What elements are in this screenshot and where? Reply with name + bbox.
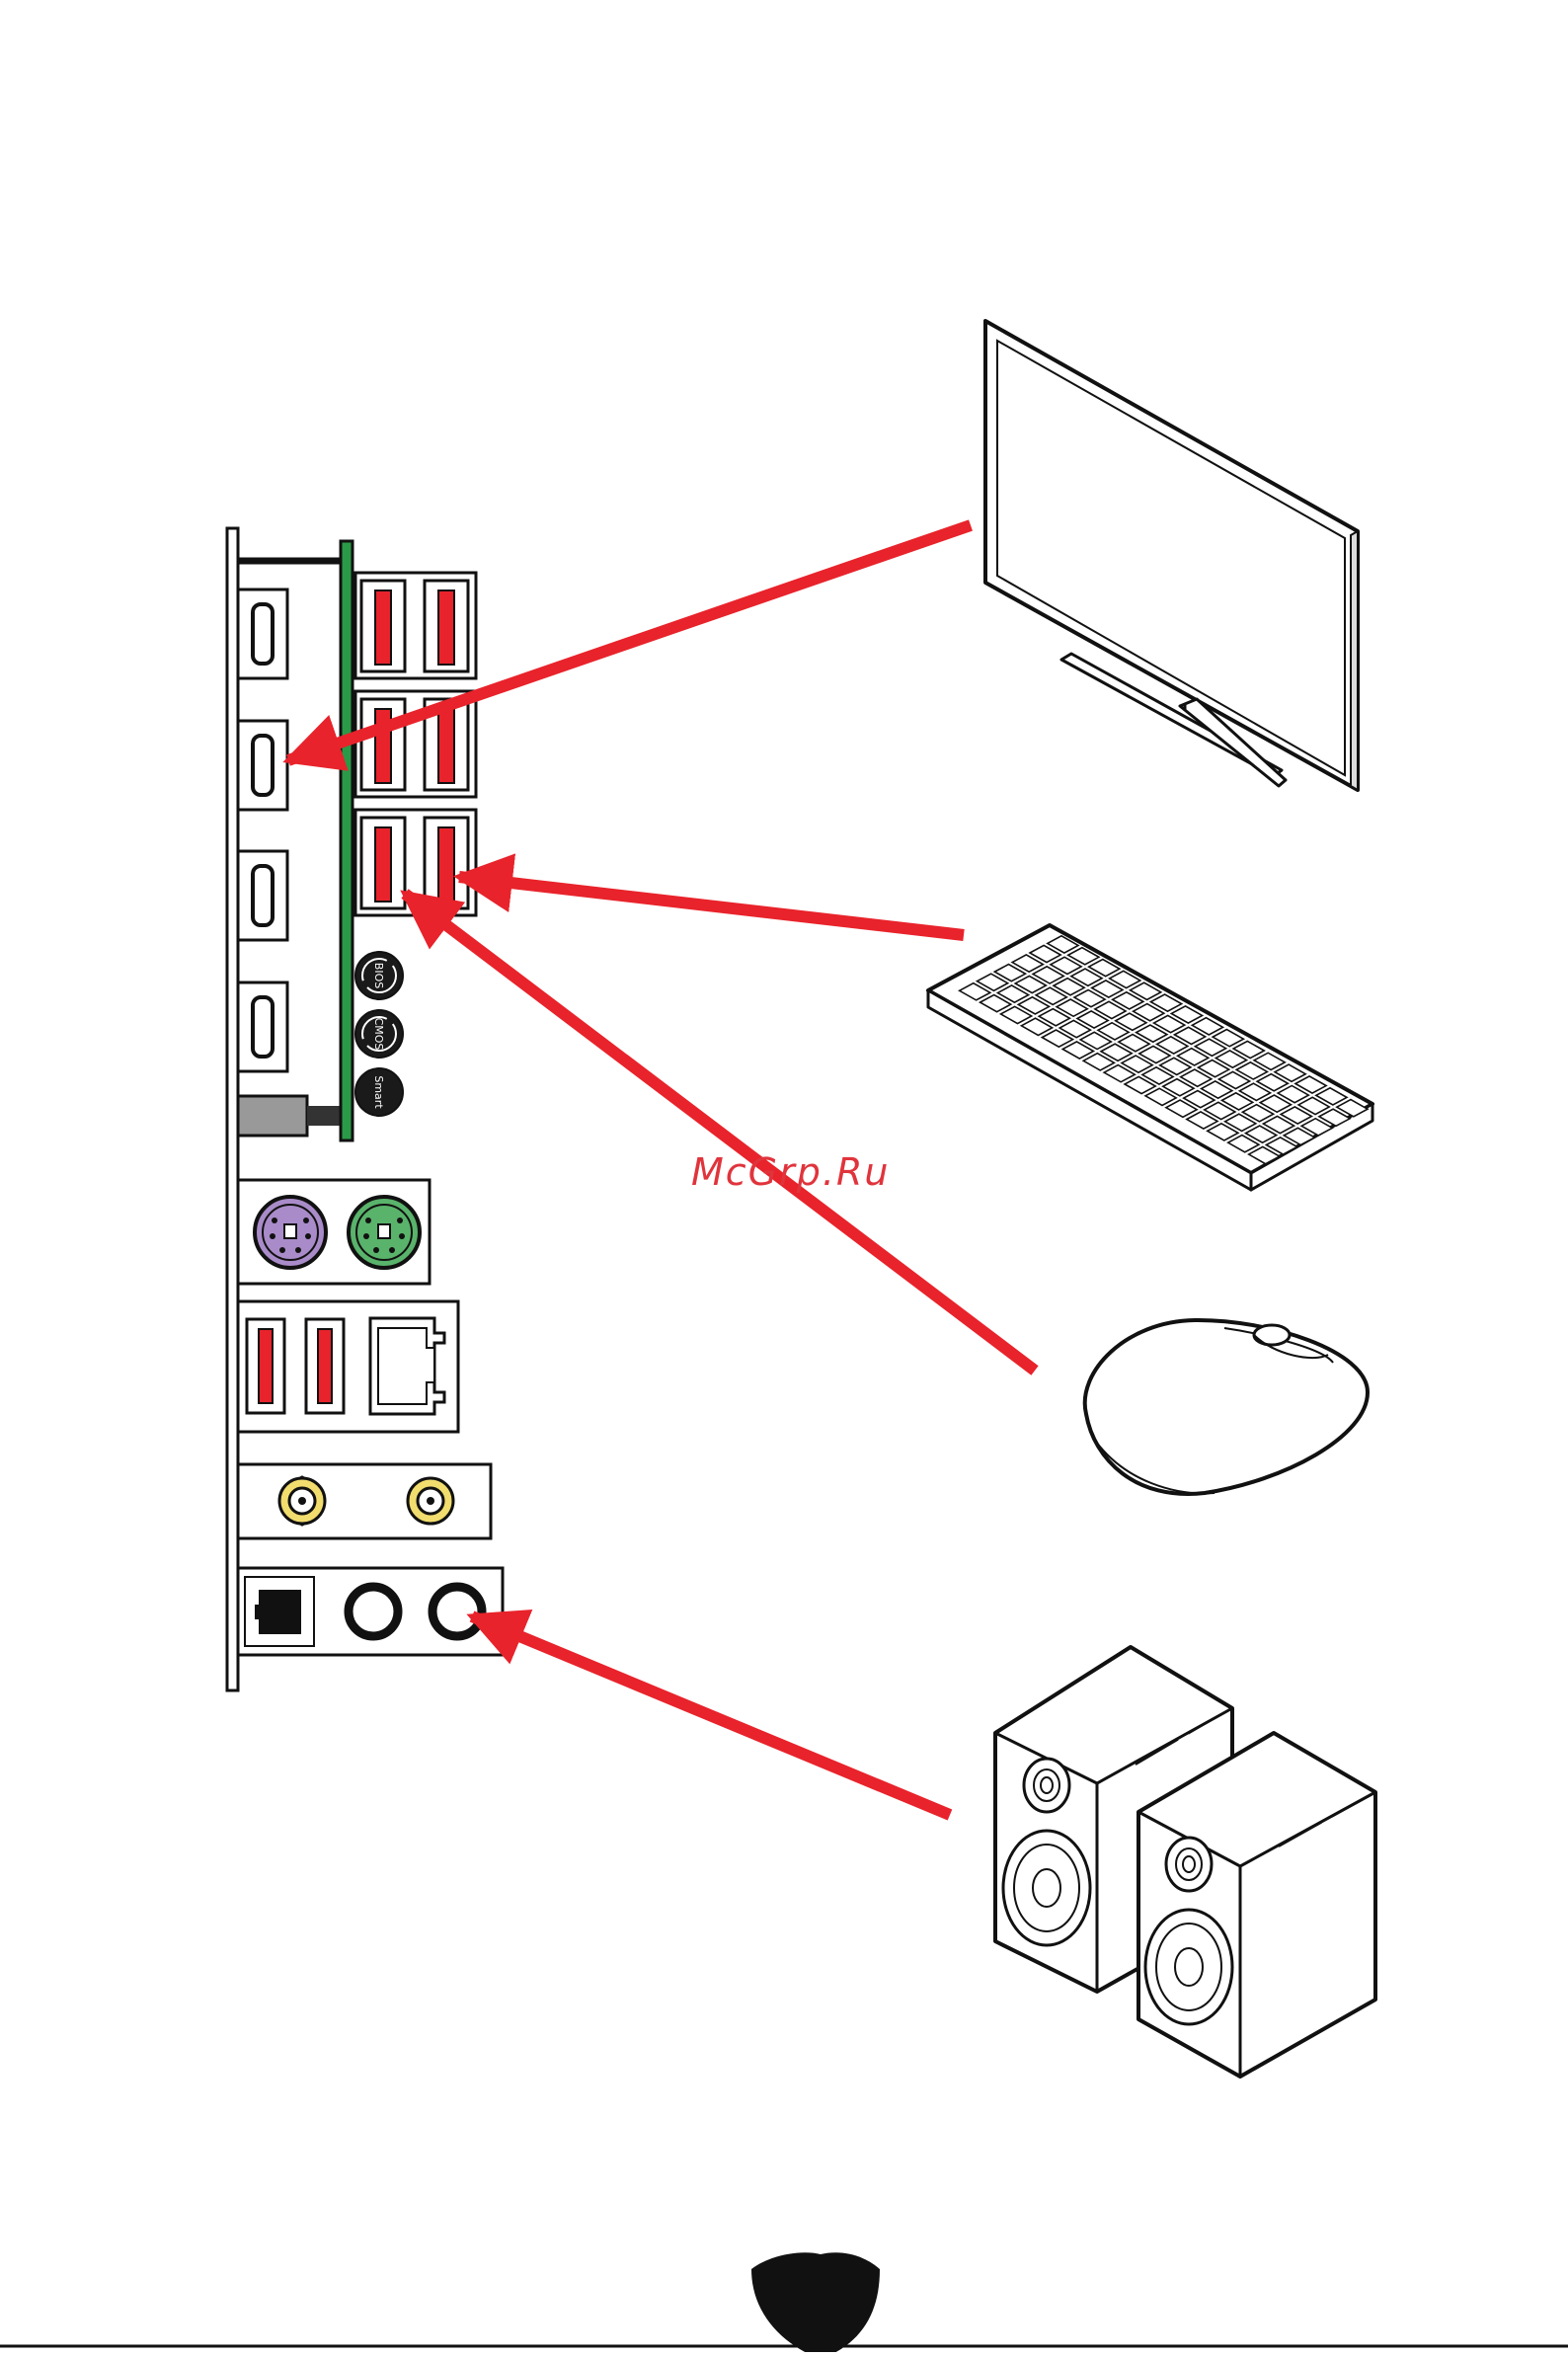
ps2-keyboard-port (349, 1197, 420, 1268)
clear-cmos-button: CMOS (355, 1010, 403, 1058)
display-port-3 (238, 851, 287, 940)
bios-flash-button: BIOS (355, 952, 403, 999)
arrow-speakers-to-audio (472, 1616, 950, 1815)
arrow-mouse-to-usb (405, 894, 1035, 1371)
svg-text:CMOS: CMOS (372, 1018, 385, 1051)
display-port-4 (238, 982, 287, 1071)
usb-stack-1 (355, 573, 476, 678)
watermark-text: McGrp.Ru (691, 1150, 890, 1194)
smart-button: Smart (355, 1068, 403, 1116)
lan-port (370, 1318, 444, 1414)
antenna-connector-2 (408, 1478, 453, 1524)
antenna-connectors (238, 1464, 491, 1538)
audio-ports (238, 1568, 503, 1655)
svg-text:BIOS: BIOS (372, 963, 385, 988)
gray-connector (238, 1096, 307, 1136)
mouse-illustration (1085, 1320, 1368, 1494)
speakers-illustration (995, 1647, 1375, 2077)
arrow-keyboard-to-usb (459, 877, 964, 935)
monitor-illustration (985, 321, 1358, 790)
keyboard-illustration (928, 925, 1372, 1190)
ps2-mouse-port (255, 1197, 326, 1268)
usb-lan-block (238, 1301, 458, 1432)
audio-jack-1 (349, 1587, 398, 1636)
display-port-2 (238, 721, 287, 810)
svg-text:Smart: Smart (372, 1075, 385, 1109)
optical-spdif-port (255, 1590, 301, 1634)
antenna-connector-1 (279, 1477, 325, 1525)
display-port-1 (238, 589, 287, 678)
green-board (341, 541, 353, 1140)
msi-shield-icon (751, 2252, 880, 2352)
ps2-ports (238, 1180, 430, 1284)
